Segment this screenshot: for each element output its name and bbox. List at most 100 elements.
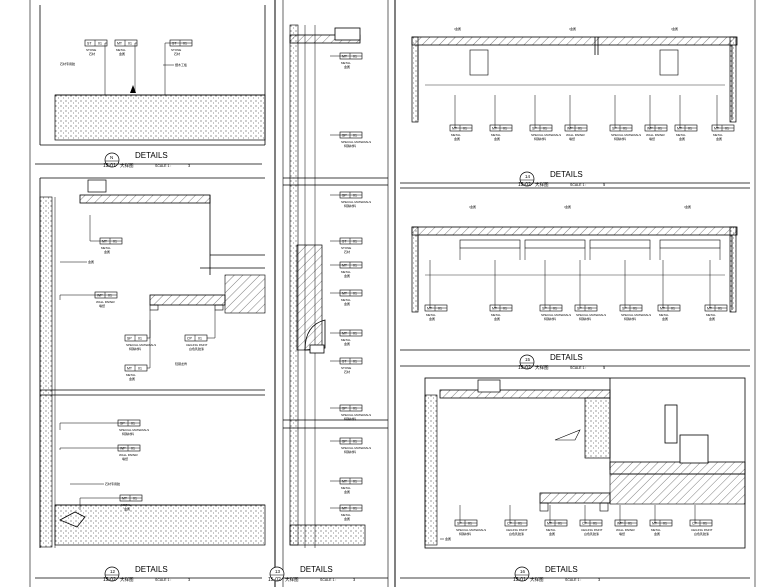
tag-cn: 金属 (119, 51, 125, 56)
detail-ref: 15-02 (518, 182, 531, 188)
tag-cn: 白色乳胶漆 (694, 531, 709, 536)
detail-title (519, 354, 535, 370)
tag-num: 01 (703, 522, 707, 526)
tag-code: WP (567, 127, 573, 131)
tag-code: CP (187, 337, 193, 341)
tag-code: MT (714, 127, 720, 131)
detail-name: 大样图 (120, 576, 134, 583)
tag-code: MT (122, 497, 128, 501)
tag-code: SP (622, 307, 627, 311)
tag-cn: 特殊材料 (122, 431, 134, 436)
tag-code: MT (492, 307, 498, 311)
tag-num: 01 (353, 440, 357, 444)
rect (539, 502, 549, 512)
tag-cn: 特殊材料 (579, 316, 591, 321)
tag-cn: 墙纸 (122, 456, 128, 461)
tag-en: STONE (341, 246, 351, 250)
tag-code: MT (342, 480, 348, 484)
tag-cn: 墙纸 (619, 531, 625, 536)
detail-heading: DETAILS (300, 565, 333, 574)
scale-label: SCALE 1 : (570, 183, 586, 187)
tag-num: 01 (353, 480, 357, 484)
note-text: 金属 (685, 204, 691, 209)
tag-cn: 金属 (454, 136, 460, 141)
tag-num: 01 (353, 507, 357, 511)
tag-num: 01 (503, 307, 507, 311)
trim (149, 294, 226, 306)
tag-num: 01 (183, 42, 187, 46)
floor (54, 504, 266, 546)
tag-en: METAL (341, 486, 351, 490)
tag-en: STONE (341, 366, 351, 370)
tag-en: SPECIAL MATERIALS (456, 528, 486, 532)
tag-cn: 特殊材料 (534, 136, 546, 141)
speaker (664, 404, 678, 444)
detail-name: 大样图 (535, 364, 549, 371)
tag-en: WALL PAPER (96, 300, 116, 304)
tag-code: SP (342, 194, 347, 198)
tag-num: 01 (353, 194, 357, 198)
scale-value: 3 (353, 577, 356, 582)
detail-name: 大样图 (530, 576, 544, 583)
tag-en: CEILING PAINT (581, 528, 603, 532)
detail-name: 大样图 (535, 181, 549, 188)
tag-code: SP (532, 127, 537, 131)
fixture (469, 49, 489, 76)
scale-value: 3 (598, 577, 601, 582)
tag-en: CEILING PAINT (506, 528, 528, 532)
tag-en: METAL (651, 528, 661, 532)
tag-num: 01 (133, 497, 137, 501)
detail-number: 16 (520, 569, 526, 574)
tag-cn: 石材 (344, 369, 350, 374)
tag-num: 01 (725, 127, 729, 131)
tag-cn: 石材 (89, 51, 95, 56)
detail-name: 大样图 (285, 576, 299, 583)
tag-num: 01 (518, 522, 522, 526)
tag-num: 01 (658, 127, 662, 131)
bracket (334, 27, 361, 41)
tag-en: STONE (171, 48, 181, 52)
tag-en: METAL (341, 513, 351, 517)
tag-num: 01 (628, 522, 632, 526)
tag-code: MT (660, 307, 666, 311)
detail-name: 大样图 (120, 162, 134, 169)
tag-num: 01 (463, 127, 467, 131)
airflow-arrow (554, 429, 581, 441)
slab (224, 274, 266, 314)
note-text: 金属 (570, 26, 576, 31)
device (679, 434, 709, 464)
tag-en: METAL (659, 313, 669, 317)
tag-cn: 金属 (494, 316, 500, 321)
detail-heading: DETAILS (135, 565, 168, 574)
tag-code: MT (342, 292, 348, 296)
tag-cn: 金属 (344, 64, 350, 69)
detail-bubble (519, 171, 535, 187)
tag-cn: 特殊材料 (544, 316, 556, 321)
note-text: 金属 (565, 204, 571, 209)
tag-num: 01 (138, 367, 142, 371)
tag-en: WALL PAPER (616, 528, 636, 532)
light-trough (589, 239, 651, 249)
hanger (477, 379, 501, 393)
tag-num: 01 (578, 127, 582, 131)
tag-code: ST (342, 360, 347, 364)
detail-ref: 15-01 (513, 577, 526, 583)
wall-section (424, 394, 438, 546)
detail-bubble (269, 566, 285, 582)
tag-cn: 特殊材料 (459, 531, 471, 536)
tag-code: SP (127, 337, 132, 341)
note-text: 金属 (455, 26, 461, 31)
tag-code: CP (507, 522, 513, 526)
tag-en: SPECIAL MATERIALS (341, 140, 371, 144)
tag-en: METAL (491, 133, 501, 137)
tag-cn: 金属 (429, 316, 435, 321)
detail-number: N (110, 155, 113, 160)
tag-cn: 墙纸 (649, 136, 655, 141)
detail-heading: DETAILS (550, 170, 583, 179)
tag-cn: 金属 (709, 316, 715, 321)
tag-code: SP (577, 307, 582, 311)
tag-code: MT (427, 307, 433, 311)
tag-en: METAL (676, 133, 686, 137)
tag-code: MT (452, 127, 458, 131)
